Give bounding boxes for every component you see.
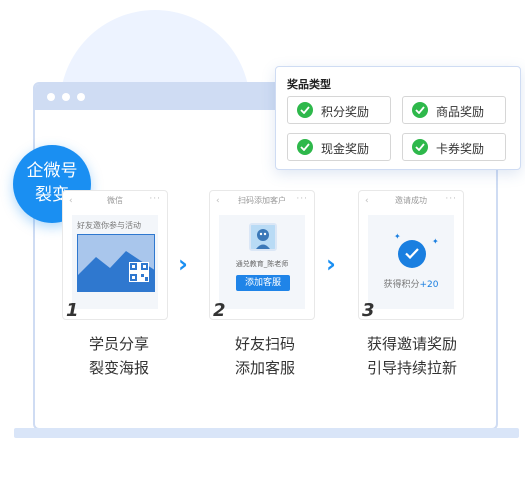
- step-number: 1: [66, 300, 79, 321]
- avatar-icon: [249, 223, 277, 251]
- more-icon[interactable]: ···: [149, 194, 161, 204]
- chevron-right-icon: ›: [326, 250, 336, 278]
- success-check-icon: [398, 240, 426, 268]
- badge-line2: 裂变: [35, 185, 69, 205]
- invite-message: 好友邀你参与活动: [77, 221, 141, 230]
- step-number: 2: [213, 300, 226, 321]
- prize-option-coupon[interactable]: 卡券奖励: [402, 133, 506, 161]
- caption-line: 引导持续拉新: [366, 359, 457, 377]
- prize-option-label: 现金奖励: [321, 142, 370, 156]
- step1-phone-screen: ‹ 微信 ··· 好友邀你参与活动: [62, 190, 168, 320]
- prize-option-label: 卡券奖励: [436, 142, 485, 156]
- prize-type-panel: 奖品类型 积分奖励 商品奖励 现金奖励 卡券奖励: [275, 66, 521, 170]
- phone-header: ‹ 微信 ···: [63, 191, 167, 211]
- caption-line: 好友扫码: [234, 335, 295, 353]
- check-icon: [297, 102, 313, 118]
- more-icon[interactable]: ···: [445, 194, 457, 204]
- prize-option-goods[interactable]: 商品奖励: [402, 96, 506, 124]
- phone-title: 微信: [107, 196, 123, 205]
- phone-body: ✦ ✦ 获得积分+20: [368, 215, 454, 309]
- contact-name: 通兑教育_陈老师: [235, 260, 289, 268]
- window-dot-icon: [62, 93, 70, 101]
- caption-line: 添加客服: [234, 359, 295, 377]
- prize-option-label: 商品奖励: [436, 105, 485, 119]
- back-arrow-icon[interactable]: ‹: [365, 196, 369, 206]
- fission-poster[interactable]: [77, 234, 155, 292]
- points-value: +20: [419, 280, 439, 290]
- chevron-right-icon: ›: [178, 250, 188, 278]
- check-icon: [412, 139, 428, 155]
- sparkle-icon: ✦: [432, 237, 439, 246]
- step3-phone-screen: ‹ 邀请成功 ··· ✦ ✦ 获得积分+20: [358, 190, 464, 320]
- add-service-button[interactable]: 添加客服: [236, 275, 290, 291]
- window-dot-icon: [47, 93, 55, 101]
- step-number: 3: [362, 300, 375, 321]
- points-earned: 获得积分+20: [368, 277, 454, 290]
- phone-title: 扫码添加客户: [238, 196, 286, 205]
- caption-line: 获得邀请奖励: [366, 335, 457, 353]
- prize-option-cash[interactable]: 现金奖励: [287, 133, 391, 161]
- window-dot-icon: [77, 93, 85, 101]
- prize-type-title: 奖品类型: [287, 78, 331, 91]
- step3-caption: 获得邀请奖励 引导持续拉新: [362, 332, 462, 380]
- phone-body: 通兑教育_陈老师 添加客服: [219, 215, 305, 309]
- phone-header: ‹ 扫码添加客户 ···: [210, 191, 314, 211]
- back-arrow-icon[interactable]: ‹: [69, 196, 73, 206]
- step2-caption: 好友扫码 添加客服: [230, 332, 300, 380]
- more-icon[interactable]: ···: [296, 194, 308, 204]
- check-icon: [297, 139, 313, 155]
- caption-line: 裂变海报: [88, 359, 149, 377]
- phone-header: ‹ 邀请成功 ···: [359, 191, 463, 211]
- sparkle-icon: ✦: [394, 232, 401, 241]
- caption-line: 学员分享: [88, 335, 149, 353]
- window-base: [14, 428, 519, 438]
- step2-phone-screen: ‹ 扫码添加客户 ··· 通兑教育_陈老师 添加客服: [209, 190, 315, 320]
- back-arrow-icon[interactable]: ‹: [216, 196, 220, 206]
- wecom-fission-badge: 企微号 裂变: [13, 145, 91, 223]
- qr-code-icon: [129, 262, 149, 282]
- badge-line1: 企微号: [26, 161, 78, 181]
- phone-body: 好友邀你参与活动: [72, 215, 158, 309]
- check-icon: [412, 102, 428, 118]
- step1-caption: 学员分享 裂变海报: [84, 332, 154, 380]
- prize-option-label: 积分奖励: [321, 105, 370, 119]
- points-label: 获得积分: [383, 280, 420, 290]
- prize-option-points[interactable]: 积分奖励: [287, 96, 391, 124]
- phone-title: 邀请成功: [395, 196, 427, 205]
